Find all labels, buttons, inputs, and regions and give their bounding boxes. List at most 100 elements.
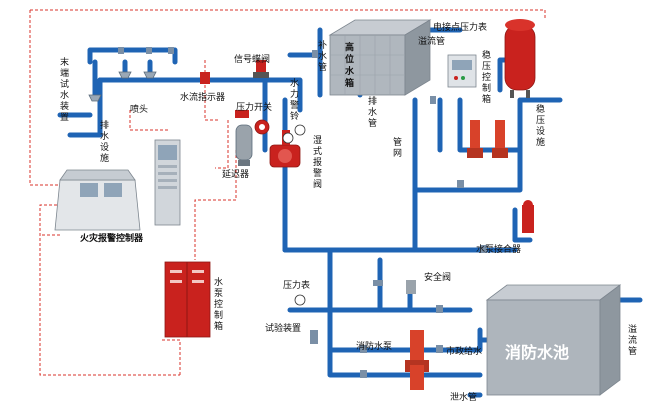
label-flow-indicator: 水流指示器 [180, 91, 225, 103]
pressure-gauge-icon [294, 294, 306, 306]
svg-text:稳: 稳 [482, 49, 491, 61]
svg-text:控: 控 [482, 71, 491, 83]
label-hydraulic-bell: 水 力 警 铃 [290, 77, 299, 122]
sprinkler-head [118, 71, 132, 79]
svg-text:流: 流 [628, 334, 637, 346]
label-fire-alarm-controller: 火灾报警控制器 [80, 232, 144, 244]
svg-text:箱: 箱 [482, 93, 491, 105]
label-stabilizer-cabinet: 稳 压 控 制 箱 [482, 49, 491, 105]
label-pump-adapter: 水泵接合器 [476, 243, 521, 255]
svg-text:补: 补 [318, 39, 327, 51]
svg-text:式: 式 [313, 145, 322, 157]
svg-text:末: 末 [60, 56, 69, 68]
pipe-joints [118, 47, 487, 378]
svg-text:泵: 泵 [214, 288, 223, 299]
label-high-tank: 高 位 水 箱 [345, 41, 355, 89]
svg-text:警: 警 [290, 99, 299, 111]
svg-text:高: 高 [345, 41, 354, 53]
fire-pool [485, 284, 622, 396]
svg-text:箱: 箱 [214, 320, 223, 332]
bell-gauge-icon [294, 124, 306, 136]
stabilizer-pumps [467, 120, 508, 158]
svg-text:警: 警 [313, 167, 322, 179]
svg-text:溢: 溢 [628, 323, 637, 335]
svg-text:管: 管 [393, 136, 402, 148]
svg-text:置: 置 [60, 112, 69, 123]
svg-text:试: 试 [60, 78, 69, 90]
svg-text:压: 压 [482, 61, 491, 72]
svg-text:设: 设 [536, 126, 545, 137]
label-safety-valve: 安全阀 [424, 271, 451, 283]
svg-text:箱: 箱 [345, 77, 354, 89]
pump-adapter-device [522, 200, 534, 233]
svg-text:力: 力 [290, 88, 299, 100]
high-tank [328, 19, 432, 96]
fire-alarm-console [54, 139, 181, 231]
label-contact-gauge: 电接点压力表 [433, 21, 487, 33]
label-municipal-supply: 市政给水 [446, 345, 482, 357]
svg-text:铃: 铃 [290, 110, 299, 122]
label-wet-alarm-valve: 湿 式 报 警 阀 [313, 135, 322, 190]
label-sprinkler: 喷头 [130, 104, 148, 115]
svg-text:稳: 稳 [536, 103, 545, 115]
label-overflow-pipe-top: 溢流管 [418, 35, 445, 47]
pressure-switch [235, 110, 249, 118]
svg-text:水: 水 [100, 130, 109, 142]
svg-text:施: 施 [100, 152, 109, 164]
svg-text:排: 排 [100, 119, 109, 131]
test-device [294, 294, 318, 344]
stabilizer-control-box [447, 54, 477, 88]
svg-text:网: 网 [393, 148, 402, 159]
retard-chamber [235, 124, 253, 166]
svg-text:水: 水 [214, 276, 223, 288]
svg-text:位: 位 [345, 53, 354, 65]
svg-text:施: 施 [536, 136, 545, 148]
alarm-gauge-icon [282, 132, 294, 144]
svg-text:水: 水 [290, 77, 299, 89]
svg-text:报: 报 [313, 156, 322, 168]
label-retard-chamber: 延迟器 [222, 168, 249, 180]
svg-text:水: 水 [318, 50, 327, 62]
label-stabilizer-device: 稳 压 设 施 [536, 103, 545, 148]
hydraulic-bell [254, 119, 270, 135]
svg-text:控: 控 [214, 298, 223, 310]
label-pump-control-box: 水 泵 控 制 箱 [214, 276, 223, 332]
label-pressure-switch: 压力开关 [236, 101, 272, 113]
svg-text:湿: 湿 [313, 135, 322, 146]
svg-text:阀: 阀 [313, 179, 322, 190]
label-overflow-pipe-right: 溢 流 管 [628, 323, 637, 357]
svg-text:水: 水 [60, 89, 69, 101]
label-pressure-gauge: 压力表 [283, 279, 310, 291]
svg-text:管: 管 [368, 117, 377, 129]
svg-text:水: 水 [345, 65, 355, 77]
flow-indicator [200, 72, 210, 84]
svg-text:装: 装 [60, 100, 69, 112]
fire-pumps [405, 330, 429, 390]
signal-butterfly-valve [253, 60, 269, 78]
safety-valve [406, 280, 416, 294]
label-fire-pool: 消防水池 [505, 343, 569, 362]
label-signal-valve: 信号蝶阀 [234, 53, 270, 65]
label-end-test-device: 末 端 试 水 装 置 [60, 56, 69, 123]
sprinkler-head [88, 94, 102, 102]
svg-text:水: 水 [368, 106, 377, 118]
label-makeup-pipe: 补 水 管 [318, 39, 327, 73]
label-fire-pump: 消防水泵 [356, 340, 392, 352]
svg-text:制: 制 [214, 309, 223, 321]
wet-alarm-valve-group [269, 124, 306, 168]
svg-text:排: 排 [368, 95, 377, 107]
label-drain-pipe-bottom: 泄水管 [450, 391, 477, 403]
svg-text:制: 制 [482, 82, 491, 94]
label-pipe-network: 管 网 [393, 136, 402, 159]
labels: 末 端 试 水 装 置 排 水 设 施 喷头 水流指示器 信号蝶阀 压力开关 水… [60, 21, 637, 403]
label-drain-facility: 排 水 设 施 [100, 119, 109, 164]
label-test-device: 试验装置 [265, 322, 301, 334]
label-drain-pipe: 排 水 管 [368, 95, 377, 129]
svg-text:管: 管 [318, 61, 327, 73]
svg-text:管: 管 [628, 345, 637, 357]
svg-text:设: 设 [100, 142, 109, 153]
sprinkler-heads [88, 71, 157, 102]
pump-control-box [164, 261, 211, 338]
